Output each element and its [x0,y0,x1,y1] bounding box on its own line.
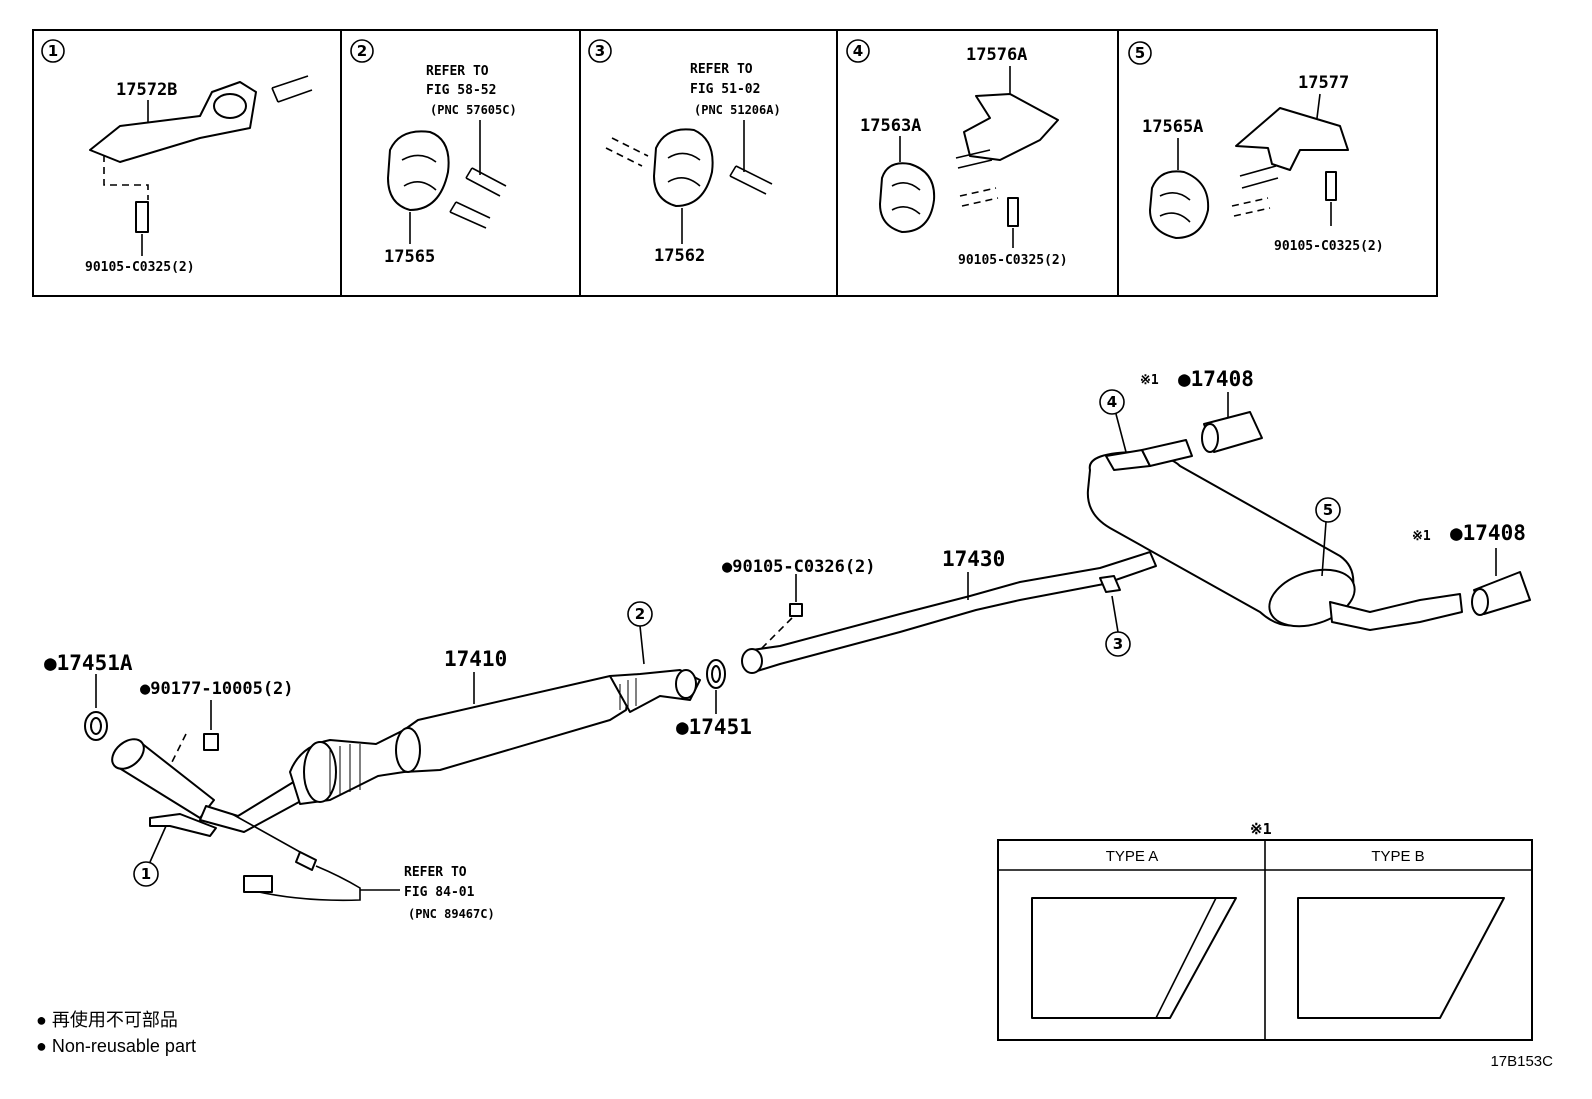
callout-5[interactable]: 5 [1315,497,1341,577]
sensor-refer-line-1: REFER TO [404,865,467,880]
bolt-icon [1325,171,1337,201]
part-17577-label: 17577 [1298,73,1349,93]
type-a-shape [1031,897,1237,1019]
bolt-icon [135,201,149,233]
tail-tip-lower[interactable] [1471,571,1531,616]
inset-1[interactable]: 1 17572B 90105-C0325(2) [41,39,313,275]
bolt-90105-c0325-label: 90105-C0325(2) [958,253,1068,268]
part-17563a-label: 17563A [860,116,921,136]
pipe-17430[interactable] [741,551,1157,674]
sensor-refer-line-3: (PNC 89467C) [408,907,495,921]
legend-jp: ● 再使用不可部品 [36,1010,178,1030]
part-17408-upper-label: ●17408 [1178,367,1254,391]
nut-icon [203,733,219,751]
part-17430-label: 17430 [942,547,1005,571]
asterisk-lower: ※1 [1412,529,1431,544]
figure-code: 17B153C [1490,1053,1553,1070]
bracket-17576a [963,93,1059,161]
svg-text:3: 3 [1113,635,1123,653]
hanger-17565a-icon [1149,170,1210,239]
inset-3[interactable]: 3 REFER TO FIG 51-02 (PNC 51206A) 17562 [588,39,781,266]
type-table: ※1 TYPE A TYPE B [997,820,1533,1041]
inset-panel [32,29,1438,297]
inset-2-number: 2 [357,42,367,60]
part-17451-label: ●17451 [676,715,752,739]
part-17572b-label: 17572B [116,80,177,100]
callout-1[interactable]: 1 [133,825,167,887]
callout-4[interactable]: 4 [1099,389,1127,453]
bolt-icon [789,603,803,617]
svg-text:5: 5 [1323,501,1333,519]
converter-17410[interactable] [289,669,701,805]
bolt-90105-c0325-label: 90105-C0325(2) [85,260,195,275]
part-17562-label: 17562 [654,246,705,266]
asterisk-upper: ※1 [1140,373,1159,388]
oxygen-sensor[interactable] [231,813,400,902]
inset-4[interactable]: 4 17576A 17563A 90105-C0325(2) [846,39,1068,268]
part-17565a-label: 17565A [1142,117,1203,137]
callout-2[interactable]: 2 [627,601,653,665]
inset-4-number: 4 [853,42,863,60]
tail-tip-upper[interactable] [1201,411,1263,453]
legend: ● 再使用不可部品 ● Non-reusable part [36,1010,196,1056]
bracket-17577 [1235,107,1349,171]
refer-line-3: (PNC 51206A) [694,103,781,117]
bracket-17572b-main [149,813,217,837]
bolt-90105-c0326-label: ●90105-C0326(2) [722,557,876,577]
refer-line-2: FIG 51-02 [690,82,760,97]
refer-line-1: REFER TO [690,62,753,77]
hanger-17562-icon [653,128,714,207]
hanger-17563a-icon [879,162,936,233]
nut-90177-label: ●90177-10005(2) [140,679,294,699]
inset-5-number: 5 [1135,44,1145,62]
refer-line-1: REFER TO [426,64,489,79]
bolt-icon [1007,197,1019,227]
muffler[interactable] [1086,439,1463,636]
legend-en: ● Non-reusable part [36,1036,196,1056]
inset-3-number: 3 [595,42,605,60]
part-17565-label: 17565 [384,247,435,267]
hanger-17565-icon [387,130,450,211]
refer-line-2: FIG 58-52 [426,83,496,98]
part-17451a-label: ●17451A [44,651,133,675]
part-17408-lower-label: ●17408 [1450,521,1526,545]
callout-3[interactable]: 3 [1105,595,1131,657]
type-table-mark: ※1 [1250,820,1272,838]
front-pipe[interactable] [106,733,311,837]
type-b-shape [1297,897,1505,1019]
svg-text:4: 4 [1107,393,1117,411]
type-b-header: TYPE B [1371,848,1424,865]
svg-text:1: 1 [141,865,151,883]
part-17576a-label: 17576A [966,45,1027,65]
inset-5[interactable]: 5 17577 17565A 90105-C0325(2) [1128,41,1384,254]
part-17410-label: 17410 [444,647,507,671]
sensor-refer-line-2: FIG 84-01 [404,885,475,900]
type-a-header: TYPE A [1106,848,1159,865]
refer-line-3: (PNC 57605C) [430,103,517,117]
inset-1-number: 1 [48,42,58,60]
inset-2[interactable]: 2 REFER TO FIG 58-52 (PNC 57605C) 17565 [350,39,517,267]
svg-text:2: 2 [635,605,645,623]
bolt-90105-c0325-label: 90105-C0325(2) [1274,239,1384,254]
